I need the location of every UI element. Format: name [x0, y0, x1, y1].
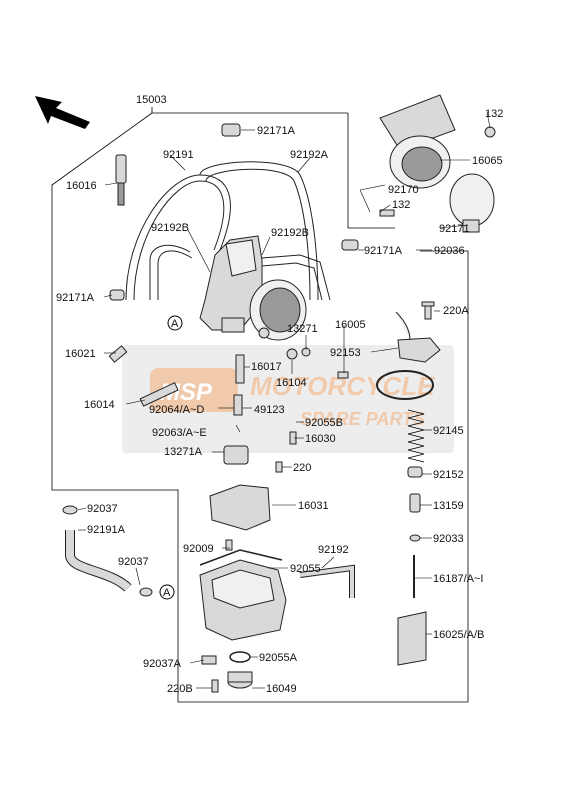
float-13271A — [223, 445, 249, 465]
jet-49123 — [233, 394, 243, 416]
ref-marker-a-1: A — [167, 315, 183, 331]
retainer-92152 — [407, 466, 423, 478]
label-92171A-left: 92171A — [56, 292, 95, 304]
label-13271: 13271 — [287, 323, 318, 335]
label-13159: 13159 — [433, 500, 464, 512]
label-16104: 16104 — [276, 377, 307, 389]
hose-clip-left — [109, 289, 125, 301]
float-bowl-cover — [395, 311, 441, 363]
hose-clip-mid — [341, 239, 359, 251]
screw-220A — [421, 301, 435, 320]
label-13271A: 13271A — [164, 446, 203, 458]
label-92145: 92145 — [433, 425, 464, 437]
label-92009: 92009 — [183, 543, 214, 555]
label-92170: 92170 — [388, 184, 419, 196]
screw-220 — [275, 461, 283, 473]
label-92036: 92036 — [434, 245, 465, 257]
svg-text:A: A — [171, 318, 179, 330]
watermark-line2: SPARE PARTS — [300, 409, 425, 429]
label-92171: 92171 — [439, 223, 470, 235]
front-direction-arrow-icon — [35, 96, 90, 129]
leader-lines — [77, 111, 491, 689]
label-16049: 16049 — [266, 683, 297, 695]
label-92064: 92064/A~D — [149, 404, 204, 416]
overflow-tube — [299, 564, 355, 598]
throttle-valve-16025 — [397, 611, 427, 666]
label-16065: 16065 — [472, 155, 503, 167]
clip-92037-bottom — [139, 587, 153, 597]
label-92037-a: 92037 — [87, 503, 118, 515]
label-16014: 16014 — [84, 399, 115, 411]
label-132-top: 132 — [485, 108, 503, 120]
label-92192B-right: 92192B — [271, 227, 309, 239]
label-92153: 92153 — [330, 347, 361, 359]
clamp — [449, 173, 495, 233]
pilot-jet-16104 — [286, 348, 298, 360]
label-16031: 16031 — [298, 500, 329, 512]
ref-marker-a-2: A — [159, 584, 175, 600]
screw-220B — [211, 679, 219, 693]
label-49123: 49123 — [254, 404, 285, 416]
label-16030: 16030 — [305, 433, 336, 445]
callout-labels: 15003 92171A 132 92191 92192A 16065 1601… — [56, 94, 503, 695]
intake-manifold — [379, 94, 496, 189]
screw-16005 — [337, 371, 349, 379]
hose-clip-top — [221, 123, 241, 137]
drain-plug-16049 — [227, 671, 253, 689]
label-92063: 92063/A~E — [152, 427, 207, 439]
choke-plunger — [115, 154, 127, 206]
bowl-gasket — [199, 549, 283, 566]
label-92192B-left: 92192B — [151, 222, 189, 234]
svg-text:A: A — [163, 587, 171, 599]
needle-jet-16017 — [235, 354, 245, 384]
label-92037-b: 92037 — [118, 556, 149, 568]
jet-16014 — [139, 382, 179, 407]
assembly-boundary — [51, 107, 469, 703]
label-92037A: 92037A — [143, 658, 182, 670]
gasket-16021 — [108, 345, 128, 363]
label-92171A-top: 92171A — [257, 125, 296, 137]
label-15003: 15003 — [136, 94, 167, 106]
label-220: 220 — [293, 462, 311, 474]
vent-hoses — [125, 161, 331, 301]
float-chamber — [199, 539, 287, 641]
label-220A: 220A — [443, 305, 469, 317]
label-92192: 92192 — [318, 544, 349, 556]
label-16016: 16016 — [66, 180, 97, 192]
oring-92055A — [229, 651, 251, 663]
hose-92191A — [65, 530, 132, 592]
label-16017: 16017 — [251, 361, 282, 373]
screw-132 — [379, 209, 395, 217]
label-16021: 16021 — [65, 348, 96, 360]
label-16005: 16005 — [335, 319, 366, 331]
o-ring — [376, 370, 434, 400]
spring — [407, 409, 425, 463]
label-92192A: 92192A — [290, 149, 329, 161]
label-220B: 220B — [167, 683, 193, 695]
label-92055B: 92055B — [305, 417, 343, 429]
label-16025: 16025/A/B — [433, 629, 484, 641]
needle-13159 — [409, 493, 421, 513]
label-92055A: 92055A — [259, 652, 298, 664]
label-92033: 92033 — [433, 533, 464, 545]
label-92055: 92055 — [290, 563, 321, 575]
label-16187: 16187/A~I — [433, 573, 483, 585]
clip-92037-top — [62, 505, 78, 515]
float-16031 — [209, 484, 271, 531]
label-92191: 92191 — [163, 149, 194, 161]
watermark: MSP MOTORCYCLE SPARE PARTS — [122, 345, 454, 453]
label-92171A-mid: 92171A — [364, 245, 403, 257]
label-92191A: 92191A — [87, 524, 126, 536]
bracket-92037A — [201, 655, 217, 665]
label-92152: 92152 — [433, 469, 464, 481]
carburetor-body — [199, 235, 307, 341]
label-132-mid: 132 — [392, 199, 410, 211]
clip-92033 — [409, 534, 421, 542]
